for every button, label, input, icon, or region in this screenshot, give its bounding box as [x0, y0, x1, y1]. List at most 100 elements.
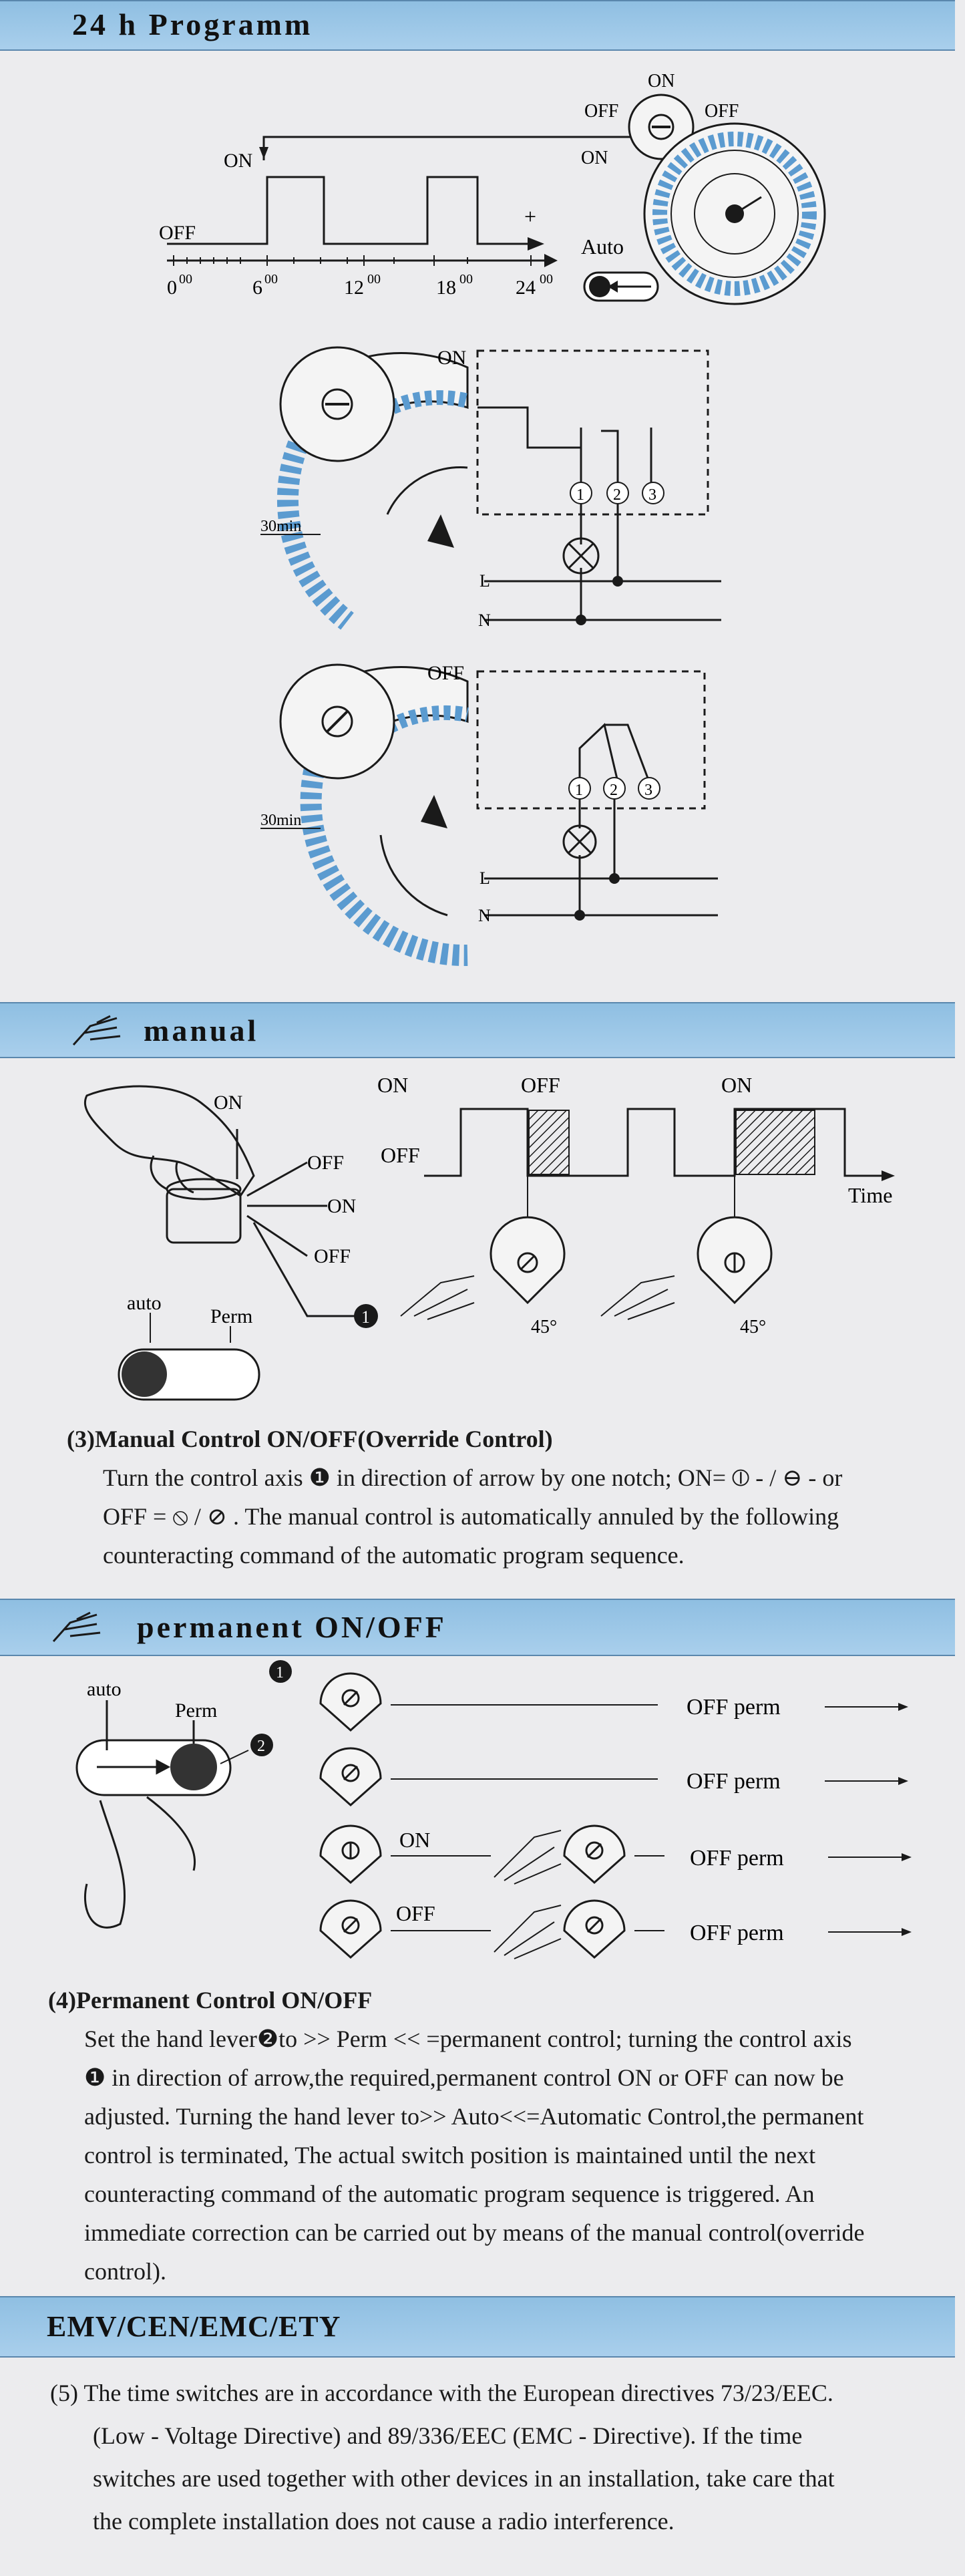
perm-row-label: OFF perm	[687, 1769, 781, 1794]
terminal-3: 3	[644, 782, 652, 799]
hand-pointer-icon	[52, 1611, 101, 1642]
perm-row-on: ON	[399, 1828, 430, 1852]
label-30min: 30min	[260, 518, 301, 535]
perm-row-label: OFF perm	[687, 1695, 781, 1720]
terminal-3: 3	[648, 486, 656, 504]
perm-knob	[170, 1744, 217, 1790]
knob-turn-icon	[490, 1216, 773, 1305]
label-n: N	[478, 906, 491, 925]
badge-2-label: 2	[257, 1738, 265, 1755]
section-title: manual	[144, 1013, 259, 1048]
timeline-off-top: OFF	[521, 1073, 560, 1097]
emv-line: switches are used together with other de…	[93, 2465, 835, 2492]
perm-switch-icon	[75, 1700, 232, 1929]
perm-label: Perm	[175, 1700, 217, 1722]
badge-1	[269, 1660, 292, 1683]
hand-gesture-icon	[400, 1275, 675, 1320]
badge-1-label: 1	[361, 1307, 370, 1327]
label-l: L	[479, 571, 490, 591]
tick-12: 12	[344, 277, 364, 299]
knob-row-icons	[319, 1672, 626, 1959]
permanent-line: counteracting command of the automatic p…	[84, 2181, 815, 2207]
permanent-control-text: (4)Permanent Control ON/OFF Set the hand…	[48, 1981, 930, 2291]
state-label-on: ON	[437, 347, 466, 369]
hand-off2: OFF	[314, 1245, 351, 1267]
manual-control-text: (3)Manual Control ON/OFF(Override Contro…	[67, 1420, 922, 1575]
timer-dial-icon	[643, 122, 826, 305]
permanent-heading: (4)Permanent Control ON/OFF	[48, 1987, 373, 2014]
perm-row-label: OFF perm	[690, 1921, 784, 1945]
terminal-1: 1	[576, 486, 584, 504]
hand-pointer-icon	[72, 1015, 121, 1045]
dial-off-left: OFF	[584, 101, 618, 122]
terminal-1: 1	[575, 782, 583, 799]
permanent-line: Set the hand lever❷to >> Perm << =perman…	[84, 2026, 852, 2052]
tick-24: 24	[516, 277, 536, 299]
emv-line: (Low - Voltage Directive) and 89/336/EEC…	[93, 2422, 803, 2449]
perm-row-off: OFF	[396, 1901, 435, 1925]
wiring-diagram-on: 30min ON 1 2 3 L N	[260, 346, 721, 630]
dial-on-left: ON	[581, 148, 608, 168]
auto-perm-switch-icon	[118, 1348, 260, 1401]
section-header-manual: manual	[0, 1002, 955, 1058]
manual-line: Turn the control axis ❶ in direction of …	[103, 1464, 843, 1491]
section-header-permanent: permanent ON/OFF	[0, 1599, 955, 1656]
manual-heading: (3)Manual Control ON/OFF(Override Contro…	[67, 1426, 553, 1452]
auto-label: auto	[127, 1292, 162, 1314]
section-header-emv: EMV/CEN/EMC/ETY	[0, 2296, 955, 2358]
dial-off-right: OFF	[705, 101, 739, 122]
programm-diagram: ON OFF + 0 00 6 00 12 00 18 00 24 00 ON …	[159, 71, 826, 305]
label-l: L	[479, 868, 490, 888]
wave-label-on: ON	[224, 150, 252, 172]
perm-label: Perm	[210, 1305, 252, 1327]
label-n: N	[478, 611, 491, 630]
tick-18: 18	[436, 277, 456, 299]
permanent-line: ❶ in direction of arrow,the required,per…	[84, 2064, 844, 2091]
manual-line: OFF = ⦸ / ⊘ . The manual control is auto…	[103, 1503, 839, 1530]
timeline-on-right: ON	[721, 1073, 752, 1097]
dial-segment-icon	[276, 346, 469, 630]
badge-1	[354, 1304, 378, 1328]
permanent-line: control is terminated, The actual switch…	[84, 2142, 816, 2168]
angle-45-1: 45°	[531, 1317, 557, 1337]
emv-text: (5) The time switches are in accordance …	[50, 2372, 932, 2543]
tick-sup: 00	[459, 272, 473, 287]
wiring-diagram-off: 30min OFF 1 2 3 L N	[260, 662, 718, 967]
dial-on: ON	[648, 71, 674, 92]
dial-segment-icon	[279, 663, 469, 967]
auto-switch-icon	[583, 271, 659, 302]
permanent-line: control).	[84, 2258, 166, 2285]
tick-sup: 00	[540, 272, 553, 287]
perm-row-label: OFF perm	[690, 1846, 784, 1871]
wave-label-plus: +	[524, 204, 536, 228]
terminal-2: 2	[613, 486, 621, 504]
tick-6: 6	[252, 277, 262, 299]
auto-label: Auto	[581, 234, 624, 259]
section-title: permanent ON/OFF	[137, 1610, 447, 1644]
permanent-diagram: auto Perm 1 2 OFF perm	[75, 1660, 912, 1959]
hand-on: ON	[214, 1092, 242, 1114]
tick-sup: 00	[367, 272, 381, 287]
hand-off: OFF	[307, 1152, 344, 1174]
emv-line: the complete installation does not cause…	[93, 2508, 674, 2535]
tick-sup: 00	[179, 272, 192, 287]
permanent-line: immediate correction can be carried out …	[84, 2219, 865, 2246]
badge-2	[250, 1734, 273, 1756]
emv-line: (5) The time switches are in accordance …	[50, 2380, 833, 2406]
terminal-2: 2	[610, 782, 618, 799]
tick-0: 0	[167, 277, 177, 299]
section-title: 24 h Programm	[72, 7, 313, 41]
tick-sup: 00	[264, 272, 278, 287]
badge-1-label: 1	[276, 1664, 284, 1681]
hand-on2: ON	[327, 1195, 356, 1217]
timeline-label-time: Time	[848, 1183, 892, 1207]
permanent-line: adjusted. Turning the hand lever to>> Au…	[84, 2103, 864, 2130]
angle-45-2: 45°	[740, 1317, 766, 1337]
manual-diagram: ON OFF ON OFF 1 auto Perm ON OFF ON OFF …	[83, 1073, 895, 1401]
state-label-off: OFF	[427, 662, 464, 684]
auto-label: auto	[87, 1678, 122, 1700]
timeline-on: ON	[377, 1073, 408, 1097]
section-header-programm: 24 h Programm	[0, 0, 955, 51]
label-30min: 30min	[260, 812, 301, 829]
section-title: EMV/CEN/EMC/ETY	[47, 2310, 341, 2343]
